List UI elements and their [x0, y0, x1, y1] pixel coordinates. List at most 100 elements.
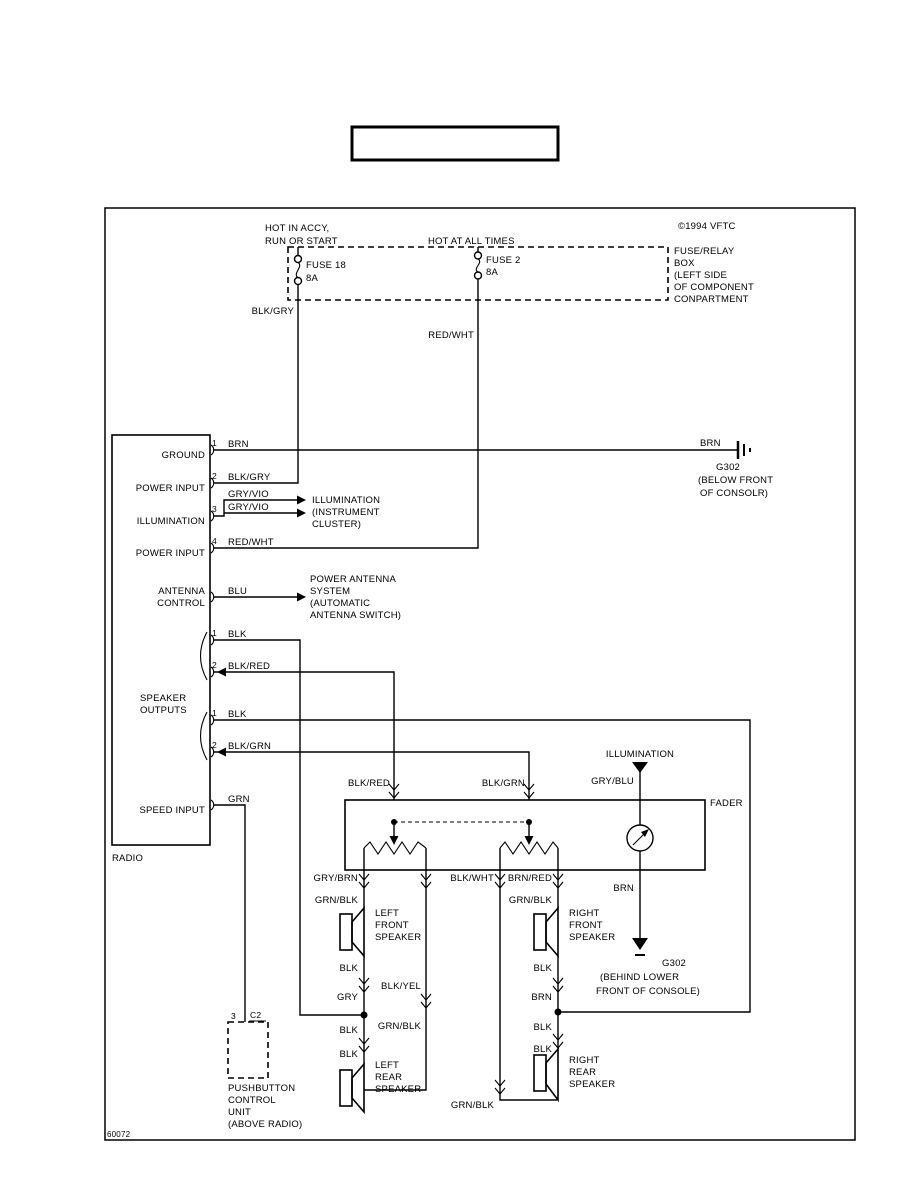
- wire-blk-right-return: [214, 719, 751, 1013]
- g302-lower-caption-1: G302: [662, 958, 686, 969]
- wire-label: BLK: [339, 1049, 358, 1060]
- g302-lower-caption-3: FRONT OF CONSOLE): [596, 986, 700, 997]
- left-front-speaker-caption-1: LEFT: [375, 908, 399, 919]
- right-rear-speaker-caption-3: SPEAKER: [569, 1079, 615, 1090]
- fuse-box-caption-4: OF COMPONENT: [674, 282, 754, 293]
- pin-number-illum: 3: [212, 504, 217, 514]
- pin-label-power-input-2: POWER INPUT: [136, 548, 205, 559]
- wire-label: GRY/BLU: [591, 776, 634, 787]
- connector-icon-rr-feed: [494, 1079, 506, 1095]
- fader-component: FADER ILLUMINATION: [344, 749, 743, 871]
- splice-dot-left: [360, 1011, 368, 1019]
- wire-label: BLK/WHT: [450, 873, 494, 884]
- speaker-outputs-brace-1: [199, 631, 208, 681]
- wire-label: GRN/BLK: [509, 895, 553, 906]
- fader-wiper-arrow-right: [524, 836, 534, 845]
- connector-icon-lr-return: [358, 1037, 370, 1053]
- pin-label-speed-input: SPEED INPUT: [139, 805, 205, 816]
- inline-connectors: [358, 783, 564, 1095]
- wire-label: BRN: [613, 883, 634, 894]
- fuse-box-caption-3: (LEFT SIDE: [674, 270, 727, 281]
- wire-label: BLK/GRN: [228, 741, 271, 752]
- arrow-icon-spk4-in: [217, 747, 226, 757]
- right-rear-speaker-caption-2: REAR: [569, 1067, 596, 1078]
- pin-number-power2: 4: [212, 536, 217, 546]
- pin-number-spk1: 1: [212, 628, 217, 638]
- right-rear-speaker-caption-1: RIGHT: [569, 1055, 600, 1066]
- connector-icon-rf-return: [552, 977, 564, 993]
- wire-label: BLK/GRY: [252, 306, 295, 317]
- left-front-speaker-caption-2: FRONT: [375, 920, 409, 931]
- right-front-speaker-caption-1: RIGHT: [569, 908, 600, 919]
- right-front-speaker-caption-2: FRONT: [569, 920, 603, 931]
- fuse-2-icon: [473, 247, 483, 280]
- wire-label: BLU: [228, 586, 247, 597]
- wire-blk-gry-power: [214, 284, 299, 484]
- splice-dot-right: [554, 1008, 562, 1016]
- pushbutton-caption-3: UNIT: [228, 1107, 251, 1118]
- wire-grn-speed: [214, 804, 246, 1022]
- hot-in-accy-label2: RUN OR START: [265, 236, 338, 247]
- wire-label: BLK/GRY: [228, 472, 271, 483]
- wire-label: BLK: [533, 963, 552, 974]
- radio-pin-arcs: [210, 444, 215, 811]
- wire-label: BLK: [533, 1044, 552, 1055]
- arrow-icon-illum-2: [297, 508, 306, 518]
- wire-blk-left-return: [214, 639, 364, 1016]
- power-antenna-caption-3: (AUTOMATIC: [310, 598, 370, 609]
- pin-label-antenna-2: CONTROL: [157, 598, 205, 609]
- pin-number-ground: 1: [212, 438, 217, 448]
- wire-label: BLK/RED: [228, 661, 270, 672]
- wire-label: GRN/BLK: [315, 895, 359, 906]
- annotation-texts: ILLUMINATION (INSTRUMENT CLUSTER) POWER …: [310, 462, 773, 997]
- pin-label-power-input-1: POWER INPUT: [136, 483, 205, 494]
- fader-pot-right: [499, 841, 559, 855]
- illum-cluster-caption-3: CLUSTER): [312, 519, 361, 530]
- title-box: [350, 125, 560, 162]
- fader-label: FADER: [710, 798, 743, 809]
- wire-label: BLK: [228, 629, 247, 640]
- wire-label: BLK: [339, 1025, 358, 1036]
- pin-number-spk2: 2: [212, 660, 217, 670]
- wire-label: BLK/RED: [348, 778, 390, 789]
- speaker-outputs-brace-2: [199, 711, 208, 761]
- speaker-left-front: [339, 905, 365, 959]
- wire-label: BLK/YEL: [381, 981, 421, 992]
- wire-label: GRY/VIO: [228, 502, 269, 513]
- fader-control-icon: [626, 824, 654, 852]
- fuse-18-rating: 8A: [306, 273, 318, 284]
- wire-label: BLK/GRN: [482, 778, 525, 789]
- speaker-right-front: [533, 905, 559, 959]
- illumination-connector-icon: [632, 762, 648, 773]
- wire-label: RED/WHT: [228, 537, 274, 548]
- illum-cluster-caption-2: (INSTRUMENT: [312, 507, 380, 518]
- illumination-label: ILLUMINATION: [606, 749, 674, 760]
- wire-label: GRN: [228, 794, 250, 805]
- pushbutton-caption-2: CONTROL: [228, 1095, 276, 1106]
- pushbutton-control-unit: 3 C2 PUSHBUTTON CONTROL UNIT (ABOVE RADI…: [227, 1010, 302, 1130]
- arrow-icon-antenna: [297, 592, 306, 602]
- fuse-18-label: FUSE 18: [306, 260, 346, 271]
- wire-label: GRY: [337, 992, 358, 1003]
- arrowheads: [217, 495, 306, 757]
- wire-gry-vio-1: [214, 499, 302, 517]
- g302-front-caption-1: G302: [716, 462, 740, 473]
- pin-number-spk4: 2: [212, 740, 217, 750]
- copyright-text: ©1994 VFTC: [678, 221, 736, 232]
- wire-blk-grn-right-feed: [214, 751, 530, 800]
- speaker-left-rear: [339, 1061, 365, 1115]
- left-rear-speaker-caption-3: SPEAKER: [375, 1084, 421, 1095]
- hot-at-all-times-label: HOT AT ALL TIMES: [428, 236, 515, 247]
- left-rear-speaker-caption-2: REAR: [375, 1072, 402, 1083]
- hot-in-accy-label: HOT IN ACCY,: [265, 223, 329, 234]
- wire-label: BLK: [228, 709, 247, 720]
- fader-pot-left: [363, 841, 427, 855]
- pin-label-antenna-1: ANTENNA: [158, 586, 205, 597]
- wire-label: BRN: [228, 439, 249, 450]
- power-antenna-caption-4: ANTENNA SWITCH): [310, 610, 401, 621]
- left-rear-speaker-caption-1: LEFT: [375, 1060, 399, 1071]
- pin-number-spk3: 1: [212, 708, 217, 718]
- connector-icon-lr-feed: [420, 993, 432, 1009]
